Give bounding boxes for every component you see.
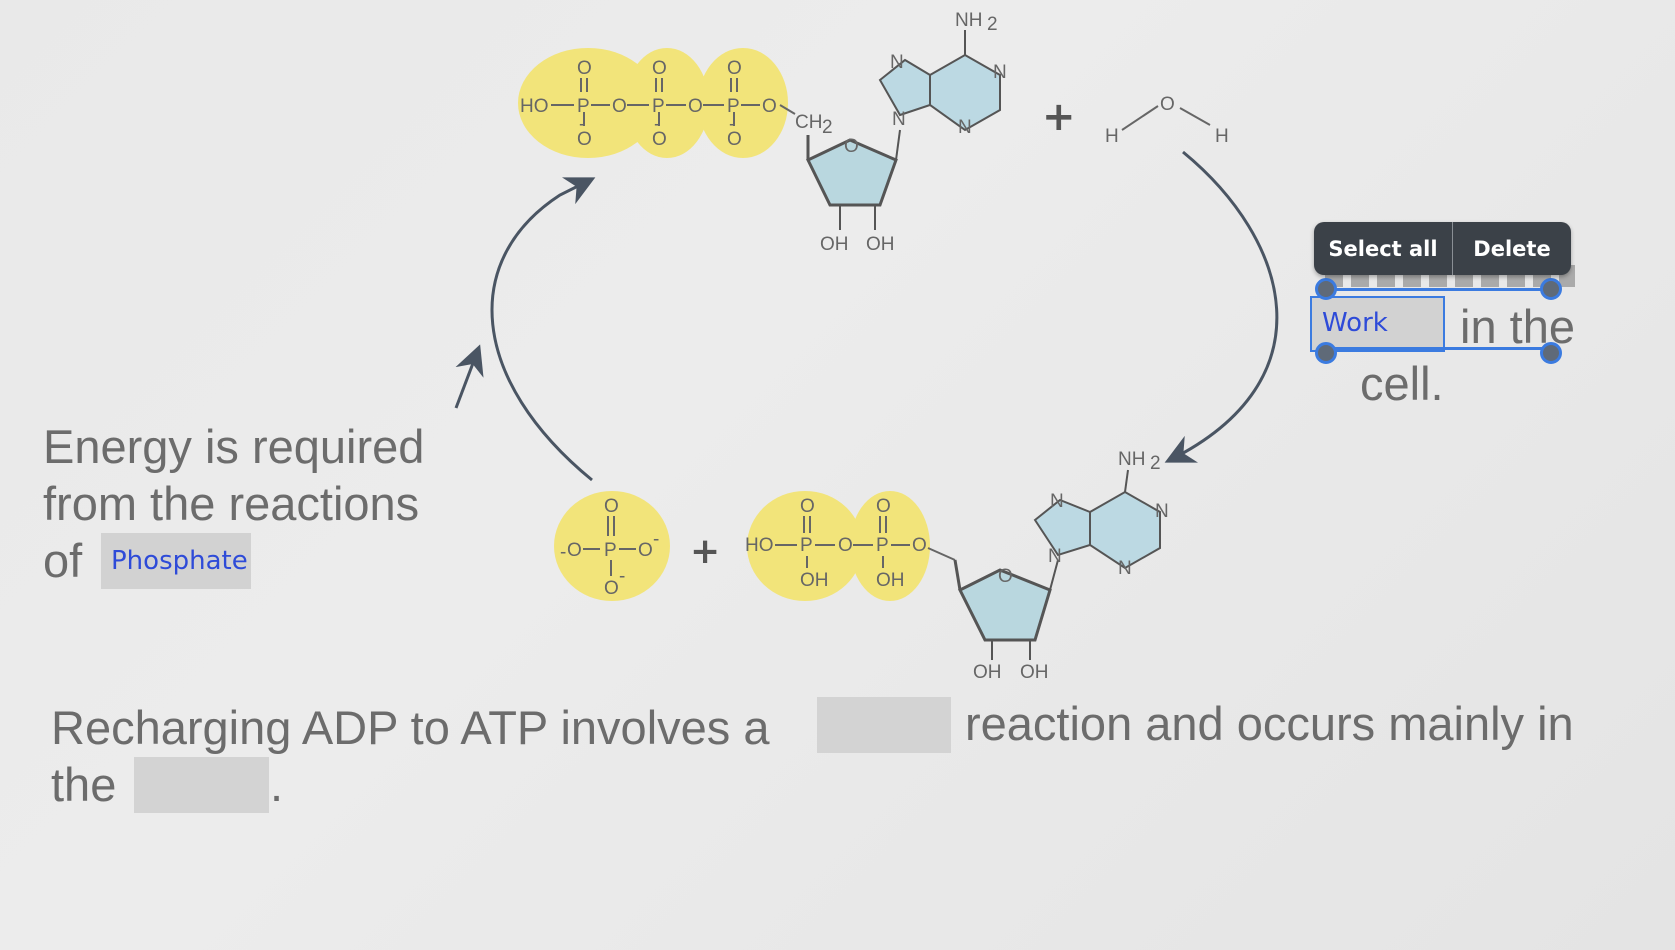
text-selection-range xyxy=(1325,288,1550,350)
adp-phosphate-highlights xyxy=(747,491,930,601)
right-cycle-arrow xyxy=(1164,150,1279,463)
plus-sign-bottom: + xyxy=(690,531,720,572)
svg-text:-: - xyxy=(653,529,659,550)
adp-ribose-sugar: O OH OH xyxy=(953,559,1059,683)
svg-text:H: H xyxy=(1105,126,1119,147)
svg-text:O: O xyxy=(567,540,582,561)
svg-text:O: O xyxy=(612,96,627,117)
blank-location[interactable] xyxy=(134,757,269,813)
energy-line-1: Energy is required xyxy=(43,420,425,473)
atp-phosphate-highlights xyxy=(518,48,788,158)
svg-text:O: O xyxy=(652,129,667,150)
selection-context-toolbar: Select all Delete xyxy=(1314,222,1571,275)
select-all-button[interactable]: Select all xyxy=(1328,236,1438,261)
svg-text:OH: OH xyxy=(800,570,829,591)
svg-text:O: O xyxy=(1160,94,1175,115)
free-phosphate: - O P O - O O - xyxy=(554,491,670,601)
recharging-text-end: . xyxy=(270,758,284,811)
toolbar-divider xyxy=(1452,222,1453,275)
svg-text:O: O xyxy=(844,136,859,157)
svg-text:2: 2 xyxy=(1150,453,1161,474)
svg-text:N: N xyxy=(1155,501,1169,522)
svg-text:O: O xyxy=(912,535,927,556)
svg-text:NH: NH xyxy=(955,10,982,31)
svg-text:N: N xyxy=(993,62,1007,83)
left-cycle-arrow xyxy=(490,177,596,482)
selection-handle-start-bottom[interactable] xyxy=(1315,342,1337,364)
svg-text:OH: OH xyxy=(876,570,905,591)
selection-handle-end-top[interactable] xyxy=(1540,278,1562,300)
atp-ribose-sugar: O OH OH xyxy=(805,129,901,255)
recharging-text-part1: Recharging ADP to ATP involves a xyxy=(51,701,770,754)
cell-text: cell. xyxy=(1360,357,1444,410)
svg-text:O: O xyxy=(838,535,853,556)
adp-phosphate-chain: HO P O P O O O OH OH xyxy=(745,496,956,591)
svg-text:-: - xyxy=(619,566,625,587)
svg-text:OH: OH xyxy=(973,662,1002,683)
atp-phosphate-chain: HO P O P O P O O O O O O O - - - CH 2 xyxy=(520,58,833,150)
svg-text:O: O xyxy=(876,496,891,517)
adp-adenine-base: NH 2 N N N N xyxy=(1033,449,1169,579)
svg-text:O: O xyxy=(688,96,703,117)
svg-text:N: N xyxy=(890,52,904,73)
svg-text:OH: OH xyxy=(866,234,895,255)
svg-text:O: O xyxy=(727,58,742,79)
svg-text:P: P xyxy=(800,535,813,556)
svg-text:O: O xyxy=(577,58,592,79)
answer-chip-work[interactable]: Work xyxy=(1310,296,1445,352)
svg-text:O: O xyxy=(998,566,1013,587)
svg-text:P: P xyxy=(876,535,889,556)
svg-text:P: P xyxy=(604,540,617,561)
svg-text:O: O xyxy=(577,129,592,150)
svg-text:OH: OH xyxy=(820,234,849,255)
svg-text:NH: NH xyxy=(1118,449,1145,470)
svg-text:-: - xyxy=(729,114,735,135)
svg-text:N: N xyxy=(892,109,906,130)
svg-text:HO: HO xyxy=(745,535,774,556)
selection-handle-start-top[interactable] xyxy=(1315,278,1337,300)
svg-text:-: - xyxy=(654,114,660,135)
svg-text:O: O xyxy=(638,540,653,561)
svg-text:2: 2 xyxy=(822,117,833,138)
energy-line-3: of xyxy=(43,534,83,587)
svg-text:P: P xyxy=(652,96,665,117)
small-left-arrow xyxy=(454,344,484,409)
svg-text:-: - xyxy=(560,542,566,563)
recharging-text-part3: the xyxy=(51,758,117,811)
svg-text:-: - xyxy=(579,114,585,135)
svg-text:P: P xyxy=(727,96,740,117)
svg-text:OH: OH xyxy=(1020,662,1049,683)
answer-chip-phosphate[interactable]: Phosphate xyxy=(101,533,251,589)
svg-text:N: N xyxy=(1050,491,1064,512)
energy-text: Energy is required from the reactions of xyxy=(43,418,424,589)
svg-text:P: P xyxy=(577,96,590,117)
svg-text:N: N xyxy=(1048,546,1062,567)
svg-text:N: N xyxy=(958,117,972,138)
selection-handle-end-bottom[interactable] xyxy=(1540,342,1562,364)
water-molecule: H O H xyxy=(1105,94,1229,147)
svg-text:O: O xyxy=(727,129,742,150)
svg-text:O: O xyxy=(652,58,667,79)
svg-text:O: O xyxy=(762,96,777,117)
svg-text:N: N xyxy=(1118,558,1132,579)
blank-reaction-type[interactable] xyxy=(817,697,951,753)
svg-text:H: H xyxy=(1215,126,1229,147)
svg-text:CH: CH xyxy=(795,112,822,133)
delete-button[interactable]: Delete xyxy=(1473,236,1551,261)
svg-text:O: O xyxy=(604,578,619,599)
recharging-text-part2: reaction and occurs mainly in xyxy=(965,697,1574,750)
atp-adenine-base: NH 2 N N N N xyxy=(878,10,1007,138)
svg-text:HO: HO xyxy=(520,96,549,117)
svg-text:2: 2 xyxy=(987,14,998,35)
svg-text:O: O xyxy=(604,496,619,517)
svg-text:O: O xyxy=(800,496,815,517)
energy-line-2: from the reactions xyxy=(43,477,420,530)
plus-sign-top: + xyxy=(1042,94,1076,140)
